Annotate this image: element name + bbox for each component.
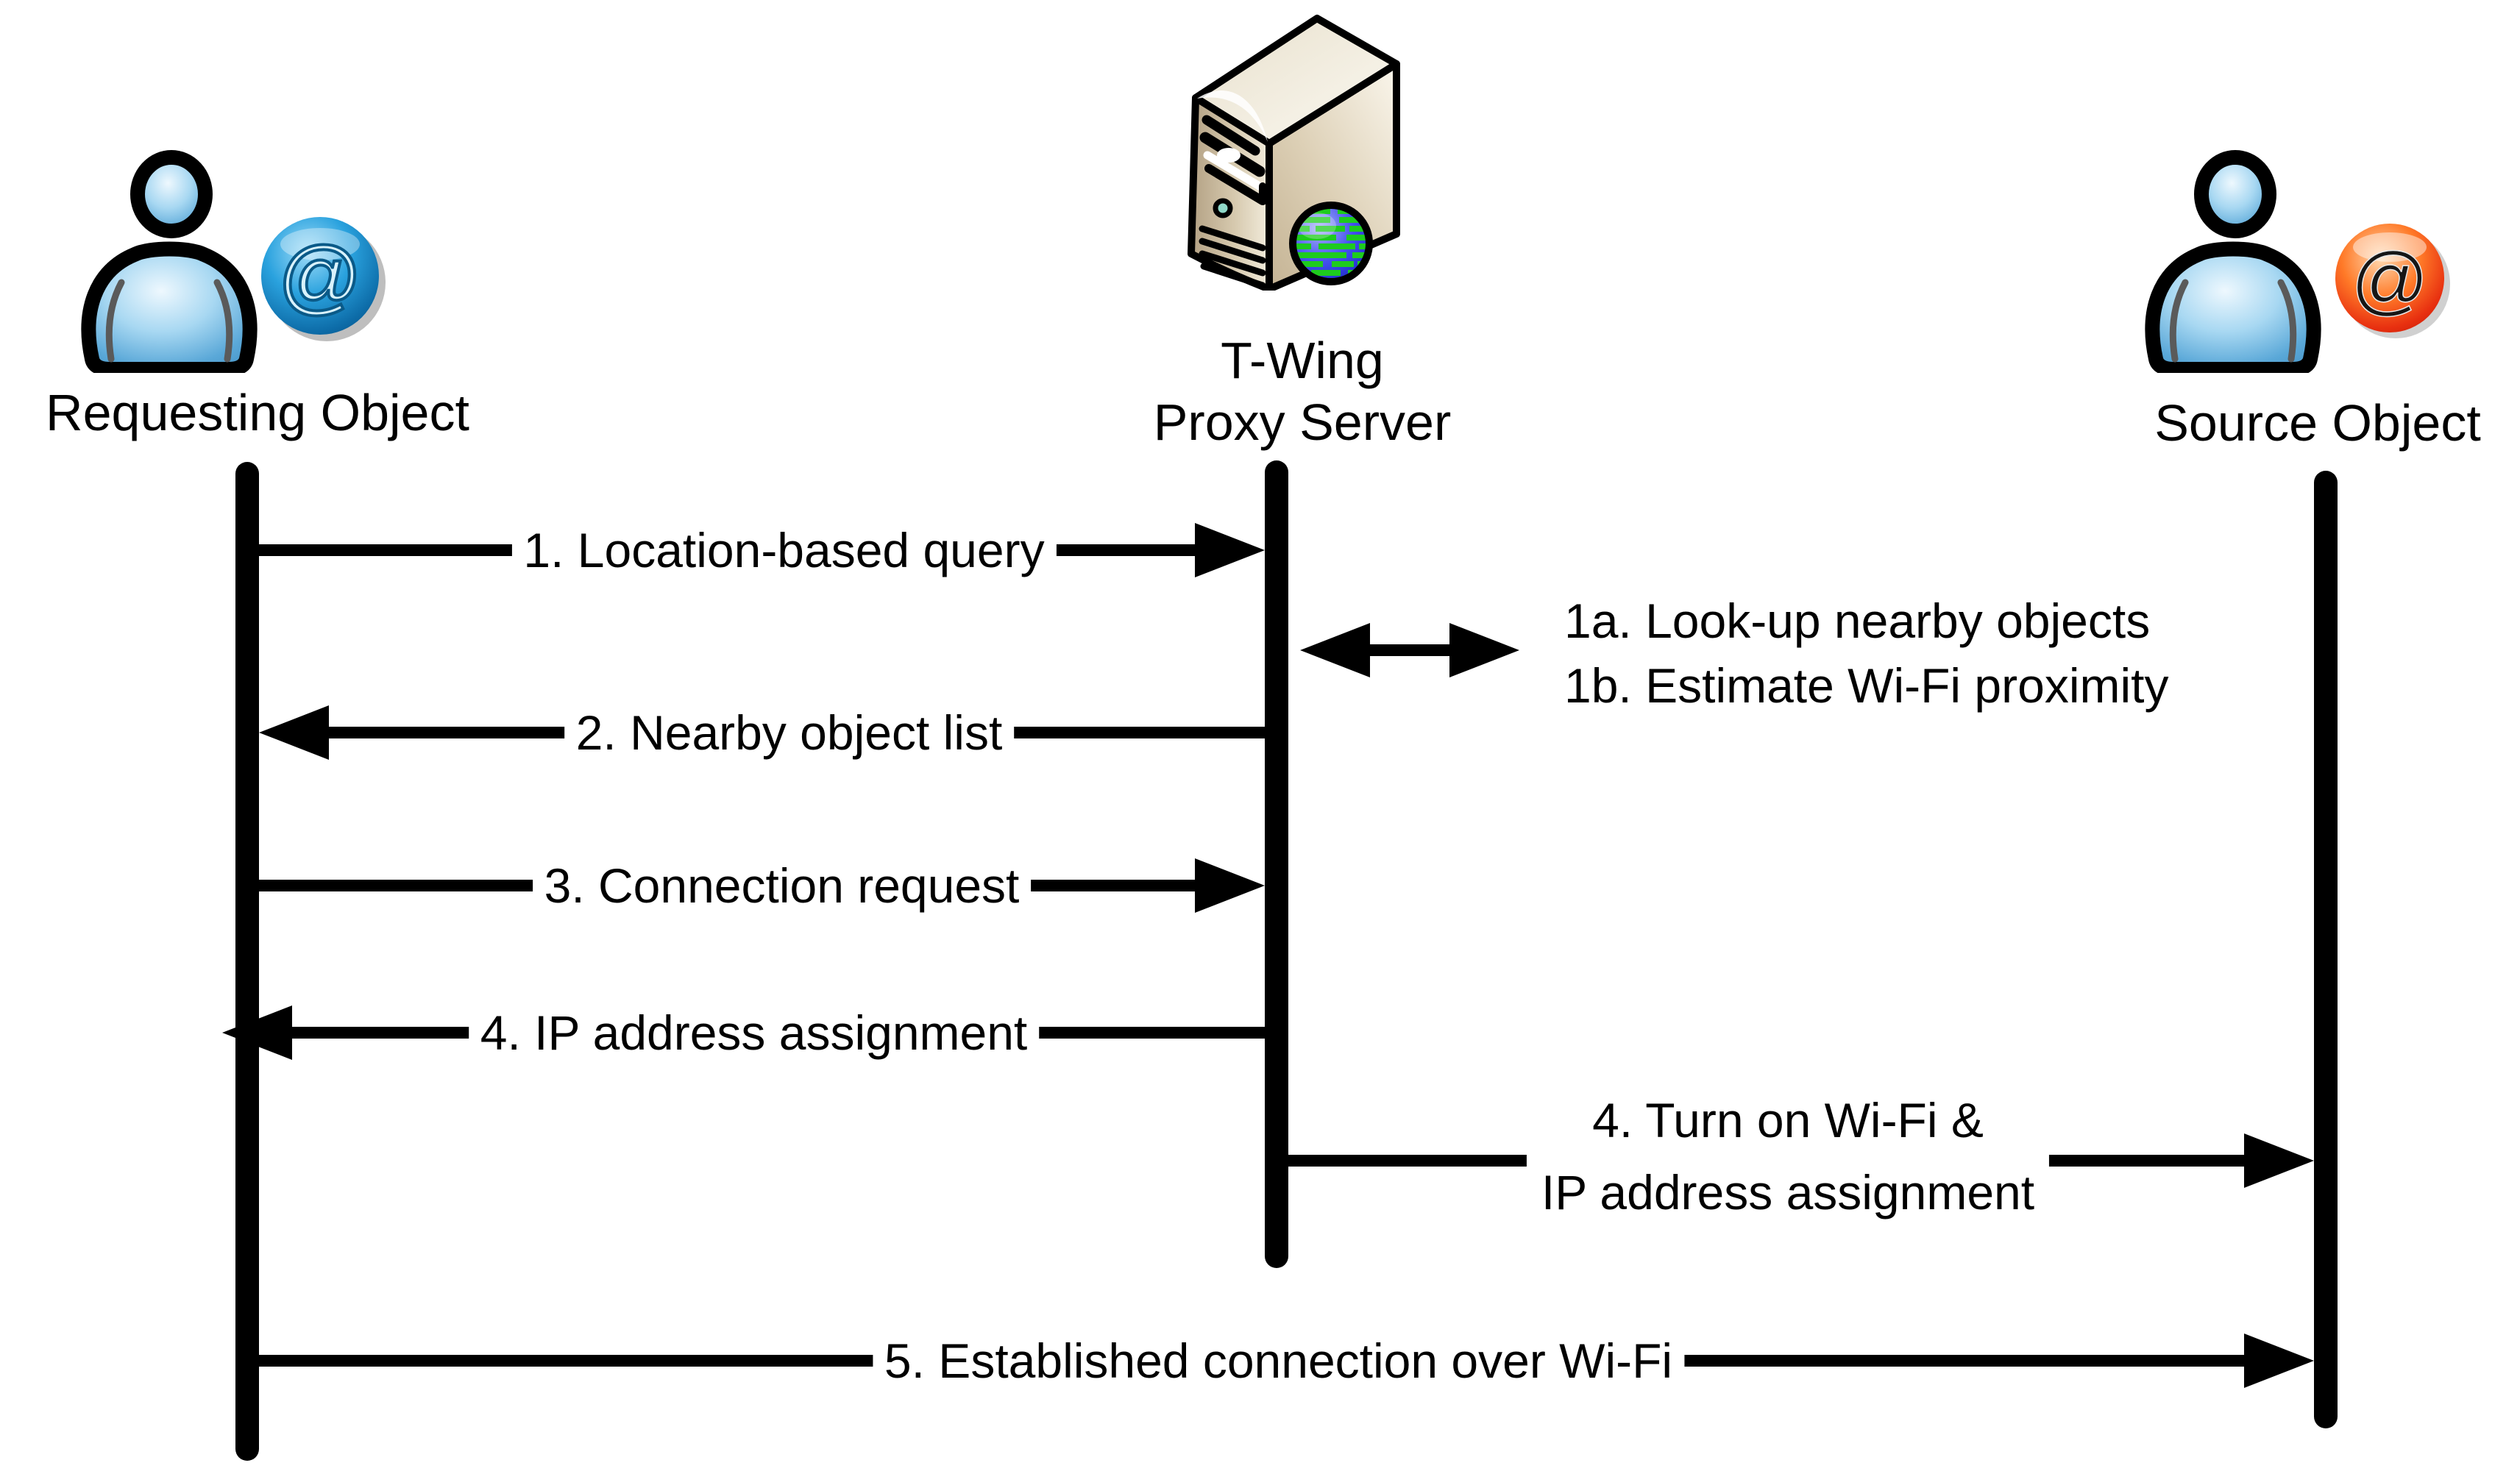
at-glyph: @ [278,230,362,322]
message-3-label: 3. Connection request [532,856,1032,915]
lifeline-requesting [235,462,259,1461]
arrowhead-right-icon [2244,1334,2314,1388]
message-2: 2. Nearby object list [259,703,1265,762]
arrowhead-right-icon [1449,623,1519,677]
actor-label-proxy-line1: T-Wing [1221,332,1384,389]
actor-label-proxy-line2: Proxy Server [1153,394,1452,451]
message-1-label: 1. Location-based query [511,521,1057,580]
message-1ab-note-line1: 1a. Look-up nearby objects [1564,594,2151,648]
actor-label-requesting: Requesting Object [46,384,469,441]
globe-icon [1289,202,1373,285]
message-4b-label-line1: 4. Turn on Wi-Fi & [1592,1093,1984,1147]
message-4: 4. IP address assignment [222,1003,1265,1062]
arrowhead-right-icon [1195,858,1265,913]
arrowhead-right-icon [2244,1133,2314,1188]
message-5: 5. Established connection over Wi-Fi [259,1331,2314,1390]
message-5-label: 5. Established connection over Wi-Fi [872,1331,1685,1390]
arrowhead-left-icon [222,1005,292,1060]
message-4-label: 4. IP address assignment [468,1003,1040,1062]
message-4b-label-line2: IP address assignment [1541,1165,2035,1220]
actor-label-source: Source Object [2154,394,2481,452]
lifeline-source [2314,471,2338,1428]
at-glyph: @ [2351,238,2429,323]
server-tower-icon [1188,15,1400,291]
lifeline-proxy [1265,460,1288,1268]
person-icon [2145,150,2321,373]
message-4b-label: 4. Turn on Wi-Fi & IP address assignment [1526,1083,2050,1230]
message-1ab-note: 1a. Look-up nearby objects 1b. Estimate … [1564,588,2168,718]
message-1ab-double-arrow [1300,623,1519,677]
person-icon [81,150,258,373]
message-2-label: 2. Nearby object list [564,703,1015,762]
message-3: 3. Connection request [259,856,1265,915]
message-1: 1. Location-based query [259,521,1265,580]
arrowhead-left-icon [259,705,329,760]
message-4b: 4. Turn on Wi-Fi & IP address assignment [1288,1083,2314,1230]
actor-label-proxy: T-Wing Proxy Server [1045,330,1560,453]
arrowhead-left-icon [1300,623,1370,677]
at-badge-icon: @ [2335,224,2450,338]
message-1ab-note-line2: 1b. Estimate Wi-Fi proximity [1564,658,2169,713]
arrowhead-right-icon [1195,523,1265,577]
message-1ab-line [1357,644,1462,656]
at-badge-icon: @ [261,217,386,341]
